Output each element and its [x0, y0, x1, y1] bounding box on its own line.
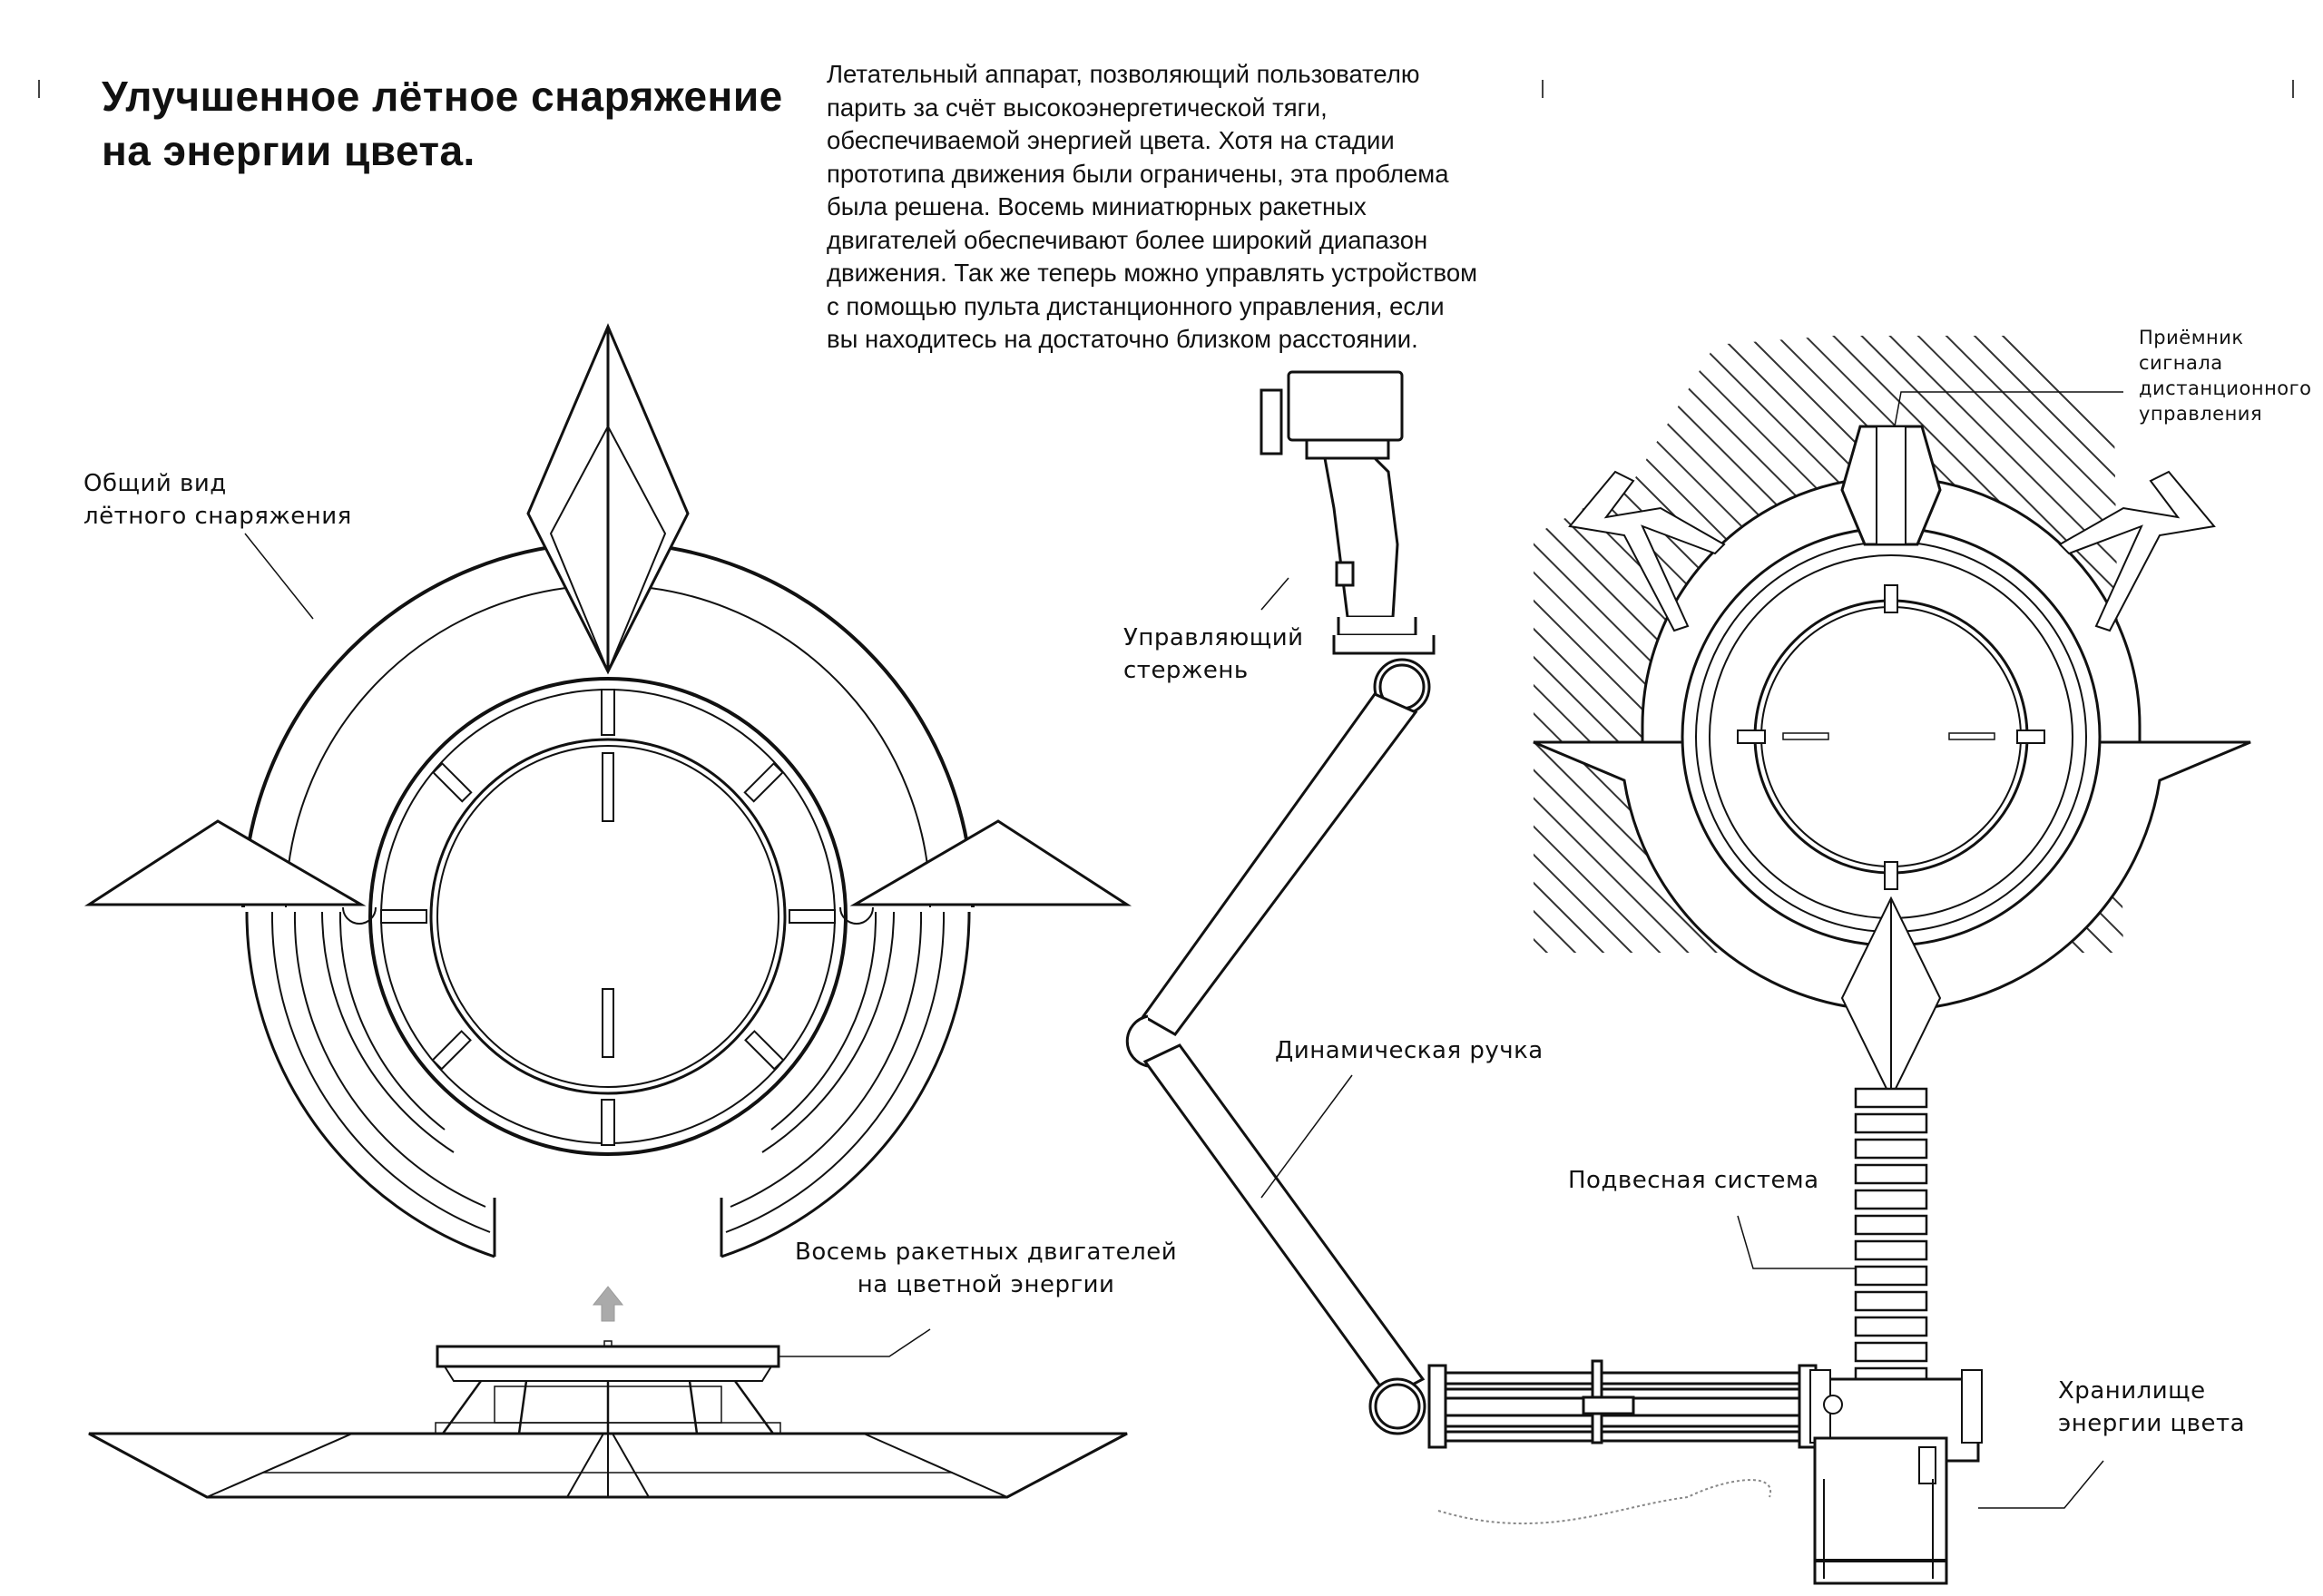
description-line: Летательный аппарат, позволяющий пользов… [827, 60, 1420, 88]
left-bracket [1568, 470, 1726, 632]
lower-ring-left [245, 911, 495, 1258]
flight-gear-side-view [88, 1286, 1128, 1499]
inner-ring [429, 738, 787, 1095]
description-line: вы находитесь на достаточно близком расс… [827, 325, 1418, 353]
callout-receiver-line-2: сигнала [2139, 352, 2223, 374]
thruster-slots [380, 689, 836, 1146]
leader-engines [779, 1328, 931, 1357]
flight-gear-back-view [1533, 336, 2251, 1585]
callout-engines-line-2: на цветной энергии [857, 1271, 1115, 1298]
callout-storage: Хранилище энергии цвета [2058, 1375, 2245, 1440]
margin-tick-right [2292, 80, 2294, 98]
engine-housing [436, 1345, 780, 1368]
control-rod [1323, 456, 1399, 619]
right-fin [849, 819, 1132, 906]
page-title-line-2: на энергии цвета. [102, 127, 475, 174]
handle-arm [1125, 370, 1818, 1525]
description-line: была решена. Восемь миниатюрных ракетных [827, 192, 1367, 220]
description-line: с помощью пульта дистанционного управлен… [827, 291, 1445, 320]
leader-overview [244, 533, 314, 620]
callout-control-rod: Управляющий стержень [1123, 622, 1304, 687]
leader-suspension [1737, 1215, 1856, 1269]
margin-tick-center [1542, 80, 1544, 98]
leader-dynamic-handle [1260, 1074, 1353, 1199]
callout-control-rod-line-2: стержень [1123, 657, 1249, 684]
callout-storage-line-2: энергии цвета [2058, 1410, 2246, 1437]
description-line: движения. Так же теперь можно управлять … [827, 259, 1478, 287]
callout-overview-line-2: лётного снаряжения [83, 503, 352, 530]
callout-receiver-line-3: дистанционного [2139, 377, 2312, 399]
leader-receiver [1894, 391, 2123, 427]
suspension-spring [1854, 1087, 1928, 1388]
callout-receiver-line-4: управления [2139, 403, 2263, 425]
page-title-line-1: Улучшенное лётное снаряжение [102, 73, 783, 120]
description-line: парить за счёт высокоэнергетической тяги… [827, 93, 1328, 122]
callout-receiver: Приёмник сигнала дистанционного управлен… [2139, 325, 2312, 426]
leader-storage [1978, 1460, 2104, 1509]
thrust-arrow-icon [592, 1286, 624, 1322]
callout-suspension-line-1: Подвесная система [1568, 1167, 1819, 1194]
right-bracket [2058, 470, 2216, 632]
description-paragraph: Летательный аппарат, позволяющий пользов… [827, 58, 1607, 357]
callout-storage-line-1: Хранилище [2058, 1377, 2206, 1405]
description-line: прототипа движения были ограничены, эта … [827, 159, 1449, 188]
callout-suspension: Подвесная система [1568, 1164, 1819, 1197]
callout-receiver-line-1: Приёмник [2139, 327, 2244, 348]
description-line: двигателей обеспечивают более широкий ди… [827, 225, 1428, 254]
control-unit-head [1287, 370, 1404, 442]
lower-arm-segment [1142, 1043, 1426, 1399]
lower-ring-right [720, 911, 971, 1258]
upper-arm-segment [1141, 692, 1418, 1036]
outer-ring [368, 677, 848, 1156]
left-fin [83, 819, 367, 906]
callout-control-rod-line-1: Управляющий [1123, 624, 1304, 651]
cable-dotted [1437, 1479, 1772, 1525]
callout-engines: Восемь ракетных двигателей на цветной эн… [795, 1236, 1177, 1301]
callout-dynamic-handle-line-1: Динамическая ручка [1275, 1037, 1544, 1064]
description-line: обеспечиваемой энергией цвета. Хотя на с… [827, 126, 1395, 154]
elbow-joint [1125, 1014, 1149, 1068]
leader-control-rod [1260, 577, 1289, 611]
callout-dynamic-handle: Динамическая ручка [1275, 1034, 1544, 1067]
callout-engines-line-1: Восемь ракетных двигателей [795, 1239, 1178, 1266]
callout-overview-line-1: Общий вид [83, 470, 227, 497]
flight-gear-top-view [83, 323, 1132, 1258]
page-title: Улучшенное лётное снаряжение на энергии … [102, 69, 783, 178]
margin-tick-left [38, 80, 40, 98]
callout-overview: Общий вид лётного снаряжения [83, 467, 352, 533]
